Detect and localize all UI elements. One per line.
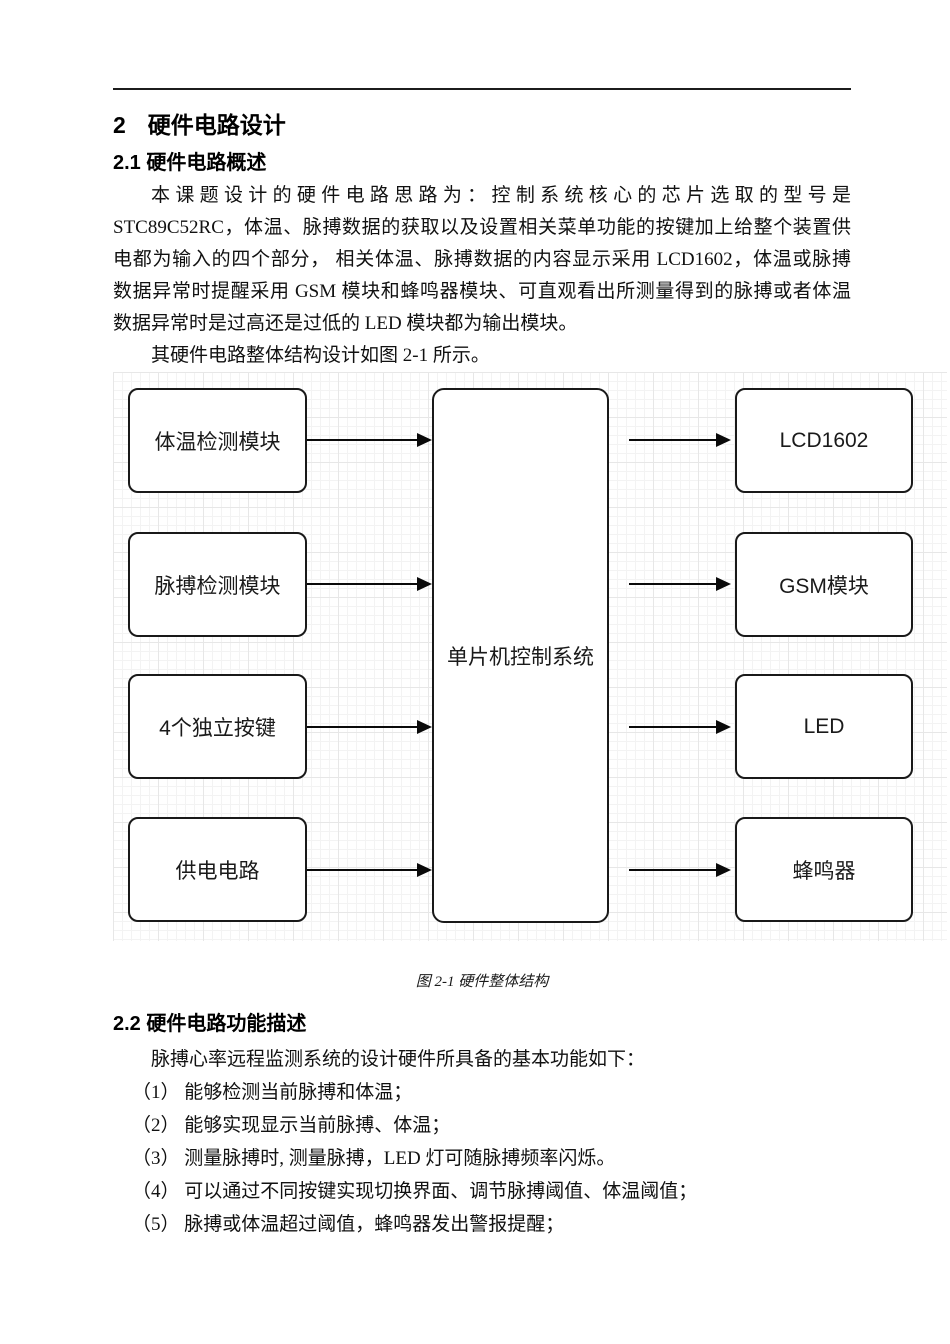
paragraph-line: 本课题设计的硬件电路思路为：控制系统核心的芯片选取的型号是 (151, 185, 851, 206)
feature-item: （5） 脉搏或体温超过阈值，蜂鸣器发出警报提醒； (132, 1214, 565, 1235)
figure-caption: 图 2-1 硬件整体结构 (415, 974, 549, 990)
paragraph-line: 数据异常时提醒采用 GSM 模块和蜂鸣器模块、可直观看出所测量得到的脉搏或者体温 (113, 281, 851, 302)
box-label: 体温检测模块 (154, 430, 281, 454)
diagram-box-keys: 4个独立按键 (128, 674, 307, 779)
lower-content-column: 图 2-1 硬件整体结构 2.2 硬件电路功能描述 脉搏心率远程监测系统的设计硬… (113, 971, 851, 1241)
figure-lead-line: 其硬件电路整体结构设计如图 2-1 所示。 (151, 345, 490, 366)
paragraph-line: 数据异常时是过高还是过低的 LED 模块都为输出模块。 (113, 313, 578, 334)
section-title: 硬件电路设计 (147, 112, 286, 138)
arrow-connector-right-4 (629, 863, 731, 877)
box-label: LED (803, 714, 845, 738)
arrow-connector-right-2 (629, 577, 731, 591)
box-label: GSM模块 (779, 574, 869, 598)
section-heading: 2 硬件电路设计 (113, 110, 851, 140)
section-number: 2 (113, 112, 126, 138)
subsection-2-2-heading: 2.2 硬件电路功能描述 (113, 1013, 307, 1035)
diagram-box-power: 供电电路 (128, 817, 307, 922)
diagram-box-pulse-module: 脉搏检测模块 (128, 532, 307, 637)
arrow-connector-right-1 (629, 433, 731, 447)
diagram-box-temperature-module: 体温检测模块 (128, 388, 307, 493)
arrow-connector-left-2 (307, 577, 432, 591)
box-label: 4个独立按键 (159, 716, 276, 740)
arrow-connector-left-1 (307, 433, 432, 447)
overview-paragraph: 本课题设计的硬件电路思路为：控制系统核心的芯片选取的型号是 STC89C52RC… (113, 180, 851, 340)
hardware-block-diagram: 体温检测模块 脉搏检测模块 4个独立按键 供电电路 单片机控制系统 LCD160… (113, 372, 947, 941)
diagram-box-mcu: 单片机控制系统 (432, 388, 609, 923)
upper-content-column: 2 硬件电路设计 2.1 硬件电路概述 本课题设计的硬件电路思路为：控制系统核心的… (113, 88, 851, 372)
arrow-connector-right-3 (629, 720, 731, 734)
diagram-box-lcd1602: LCD1602 (735, 388, 913, 493)
subsection-2-1-heading: 2.1 硬件电路概述 (113, 152, 267, 174)
feature-item: （2） 能够实现显示当前脉搏、体温； (132, 1115, 451, 1136)
feature-item: （4） 可以通过不同按键实现切换界面、调节脉搏阈值、体温阈值； (132, 1181, 698, 1202)
box-label: 蜂鸣器 (792, 859, 856, 883)
paragraph-line: STC89C52RC，体温、脉搏数据的获取以及设置相关菜单功能的按键加上给整个装… (113, 217, 851, 238)
paragraph-line: 电都为输入的四个部分， 相关体温、脉搏数据的内容显示采用 LCD1602，体温或… (113, 249, 851, 270)
diagram-box-buzzer: 蜂鸣器 (735, 817, 913, 922)
header-rule (113, 88, 851, 90)
arrow-connector-left-4 (307, 863, 432, 877)
box-label: LCD1602 (779, 428, 869, 452)
diagram-box-gsm: GSM模块 (735, 532, 913, 637)
diagram-box-led: LED (735, 674, 913, 779)
box-label: 脉搏检测模块 (154, 574, 281, 598)
box-label: 供电电路 (175, 859, 260, 883)
features-intro: 脉搏心率远程监测系统的设计硬件所具备的基本功能如下： (151, 1049, 646, 1070)
arrow-connector-left-3 (307, 720, 432, 734)
box-label: 单片机控制系统 (447, 645, 594, 669)
feature-item: （1） 能够检测当前脉搏和体温； (132, 1082, 413, 1103)
feature-item: （3） 测量脉搏时, 测量脉搏，LED 灯可随脉搏频率闪烁。 (132, 1148, 616, 1169)
